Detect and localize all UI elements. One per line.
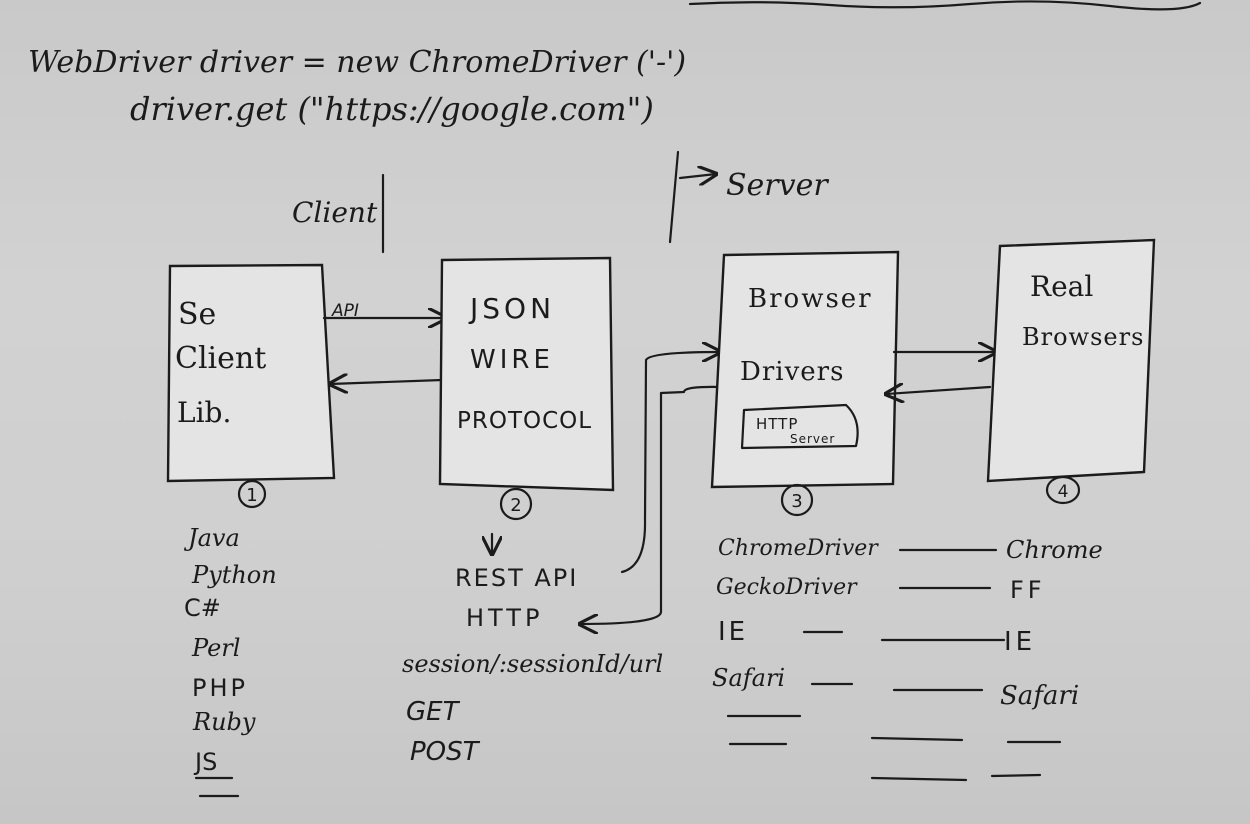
box1-line1: Se [178, 297, 216, 332]
box3-line2: Drivers [740, 357, 844, 387]
language-item: PHP [192, 674, 248, 702]
language-item: Python [191, 561, 277, 589]
box2-number: 2 [510, 495, 521, 516]
box3-number-circle [780, 483, 814, 517]
language-item: Ruby [192, 708, 256, 736]
method-post: POST [410, 737, 481, 767]
rest-api-label: REST API [455, 564, 578, 592]
box3-number: 3 [791, 491, 802, 512]
language-item: Java [183, 524, 240, 552]
http-label: HTTP [466, 604, 543, 632]
language-list: Java Python C# Perl PHP Ruby JS [183, 524, 277, 798]
server-arrow [678, 174, 716, 178]
box1-line2: Client [175, 341, 266, 376]
box2-line3: PROTOCOL [457, 408, 592, 434]
driver-name: Safari [712, 664, 785, 692]
blank-row-line [870, 776, 968, 782]
language-item: C# [184, 594, 221, 622]
driver-mapping-table: ChromeDriver Chrome GeckoDriver FF IE IE… [712, 536, 1103, 782]
box-json-wire-protocol: JSON WIRE PROTOCOL [438, 256, 615, 492]
code-line-1: WebDriver driver = new ChromeDriver ('-'… [28, 45, 686, 80]
code-line-2: driver.get ("https://google.com") [130, 90, 654, 128]
driver-to-http-arrow [580, 385, 724, 624]
box1-line3: Lib. [177, 396, 231, 429]
box1-number-circle [237, 479, 267, 509]
box4-line2: Browsers [1022, 323, 1144, 351]
browser-name: IE [1004, 627, 1036, 657]
badge-line1: HTTP [756, 415, 798, 433]
rest-to-driver-arrow [620, 352, 720, 574]
server-divider [668, 150, 680, 244]
api-label: API [331, 301, 359, 321]
box4-number: 4 [1058, 482, 1069, 502]
browser-to-driver-arrow [886, 387, 992, 394]
browser-name: Safari [1000, 681, 1079, 711]
endpoint-label: session/:sessionId/url [402, 650, 663, 678]
badge-line2: Server [790, 432, 835, 446]
box3-line1: Browser [748, 284, 873, 314]
box-se-client-lib: Se Client Lib. [166, 263, 336, 483]
api-arrow-response [330, 380, 444, 384]
box4-number-circle [1045, 475, 1081, 505]
http-server-badge [740, 403, 859, 450]
box2-number-circle [499, 487, 533, 521]
client-label: Client [292, 196, 378, 229]
blank-row-line [990, 773, 1042, 778]
driver-name: GeckoDriver [716, 575, 858, 600]
box2-line1: JSON [468, 292, 555, 325]
box-real-browsers: Real Browsers [986, 238, 1156, 483]
language-item: JS [193, 748, 217, 776]
language-item: Perl [191, 634, 240, 662]
server-label: Server [726, 168, 829, 203]
box-browser-drivers: Browser Drivers HTTP Server [710, 250, 900, 489]
browser-name: Chrome [1006, 536, 1103, 564]
blank-row-line [870, 736, 964, 742]
method-get: GET [406, 697, 461, 727]
box4-line1: Real [1030, 270, 1093, 303]
driver-name: IE [718, 617, 748, 647]
browser-name: FF [1010, 576, 1046, 604]
box1-number: 1 [246, 485, 257, 506]
driver-name: ChromeDriver [718, 536, 879, 561]
paper-edge [688, 0, 1202, 11]
box2-line2: WIRE [470, 345, 554, 375]
